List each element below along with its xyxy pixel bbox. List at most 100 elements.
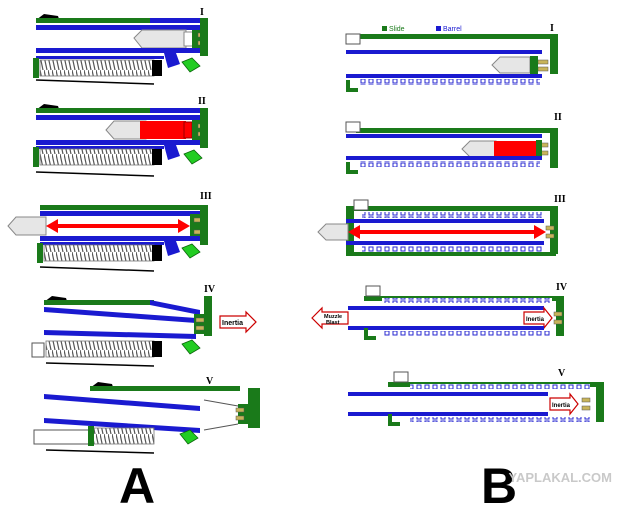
- gas-arrowhead-right: [534, 225, 546, 239]
- link-lug: [179, 429, 199, 445]
- stage-a-3: III: [7, 191, 212, 272]
- recoil-spring: [43, 244, 155, 262]
- stage-b-4: Muzzle Blast Inertia IV: [311, 282, 568, 340]
- inertia-arrow-shape: [549, 392, 579, 416]
- gas-arrowhead-left: [348, 225, 360, 239]
- recoil-spring: [39, 148, 155, 166]
- slide-guide: [203, 399, 239, 407]
- spring-plug: [152, 245, 162, 261]
- barrel-bottom: [346, 156, 542, 160]
- extractor-shape: [537, 59, 549, 65]
- extractor-shape: [537, 66, 549, 72]
- slide-rear: [150, 108, 200, 113]
- slide-face: [200, 205, 208, 245]
- guide-rod-end: [37, 243, 43, 263]
- barrel-bottom-tilted: [44, 418, 200, 433]
- barrel-lug: [164, 53, 180, 68]
- barrel-top: [346, 50, 542, 54]
- muzzle-blast-label-1: Muzzle: [324, 314, 342, 320]
- stage-label: I: [550, 23, 554, 34]
- slide-front: [596, 382, 604, 422]
- extractor-shape: [195, 325, 205, 331]
- guide-rod-end: [31, 342, 45, 358]
- breech-block: [530, 56, 538, 76]
- spring-plug: [88, 426, 94, 446]
- barrel-bottom: [346, 241, 544, 245]
- slide-bottom: [346, 252, 556, 256]
- slide-top: [44, 300, 154, 305]
- muzzle-blast-label-2: Blast: [326, 320, 340, 326]
- column-b: Slide Barrel I: [311, 23, 604, 508]
- stage-label: IV: [204, 284, 216, 295]
- barrel-bottom: [36, 140, 200, 145]
- frame-top: [40, 242, 164, 245]
- slide-rear: [150, 18, 200, 23]
- bullet-shape: [461, 140, 497, 158]
- frame-hook: [388, 414, 400, 426]
- gas-expansion: [494, 141, 538, 157]
- stage-label: III: [554, 194, 566, 205]
- sight-block: [393, 371, 409, 383]
- frame-top: [36, 56, 164, 59]
- sight-block: [345, 33, 361, 45]
- breech-block: [192, 30, 202, 48]
- extractor-shape: [195, 317, 205, 323]
- slide-guide: [203, 423, 239, 431]
- stage-b-2: II: [345, 112, 562, 174]
- barrel-top: [36, 25, 200, 30]
- stage-label: II: [554, 112, 562, 123]
- barrel-bottom-tilted: [44, 330, 196, 339]
- slide-top: [36, 108, 154, 113]
- recoil-spring: [382, 298, 552, 303]
- stage-label: I: [200, 7, 204, 18]
- legend-barrel-label: Barrel: [443, 26, 462, 33]
- stage-b-3: III: [317, 194, 566, 256]
- stage-a-4: Inertia IV: [31, 284, 257, 367]
- watermark: YAPLAKAL.COM: [508, 470, 612, 485]
- frame-hook: [346, 80, 358, 92]
- sight-block: [353, 199, 369, 211]
- spring-plug: [152, 60, 162, 76]
- legend-slide-label: Slide: [389, 26, 405, 33]
- slide-tilted: [150, 300, 200, 315]
- inertia-arrow: Inertia: [523, 306, 553, 330]
- link-lug: [183, 149, 203, 165]
- column-label-a: A: [119, 458, 155, 508]
- stage-a-1: I: [33, 7, 208, 85]
- stage-b-5: Inertia V: [348, 368, 604, 426]
- breech-block: [238, 404, 248, 424]
- breech-block: [536, 140, 542, 158]
- slide-face: [200, 18, 208, 56]
- stage-a-2: II: [33, 96, 208, 177]
- frame-top: [36, 146, 164, 149]
- barrel-top: [40, 211, 200, 216]
- stage-label: III: [200, 191, 212, 202]
- gas-arrowhead-left: [46, 219, 58, 233]
- inertia-arrow-shape: [219, 310, 257, 334]
- spring-plug: [152, 341, 162, 357]
- extractor-shape: [235, 407, 245, 413]
- slide-face: [200, 108, 208, 148]
- recoil-spring: [360, 161, 540, 167]
- stage-label: II: [198, 96, 206, 107]
- link-lug: [181, 57, 201, 73]
- slide-body: [356, 34, 556, 39]
- barrel-top: [36, 115, 200, 120]
- barrel-bottom: [348, 412, 548, 416]
- case-shape: [183, 121, 193, 139]
- extractor-shape: [235, 415, 245, 421]
- extractor-shape: [581, 405, 591, 411]
- extractor-shape: [581, 397, 591, 403]
- slide-top: [40, 205, 200, 210]
- sight-block: [345, 121, 361, 133]
- inertia-arrow: Inertia: [219, 310, 257, 334]
- sight-block: [365, 285, 381, 297]
- breech-block: [192, 120, 202, 140]
- muzzle-blast-arrow: Muzzle Blast: [311, 306, 349, 330]
- gas-expansion: [140, 121, 186, 139]
- inertia-arrow: Inertia: [549, 392, 579, 416]
- bullet-shape: [491, 56, 531, 74]
- slide-body: [346, 206, 556, 211]
- legend-barrel-swatch: [436, 26, 441, 31]
